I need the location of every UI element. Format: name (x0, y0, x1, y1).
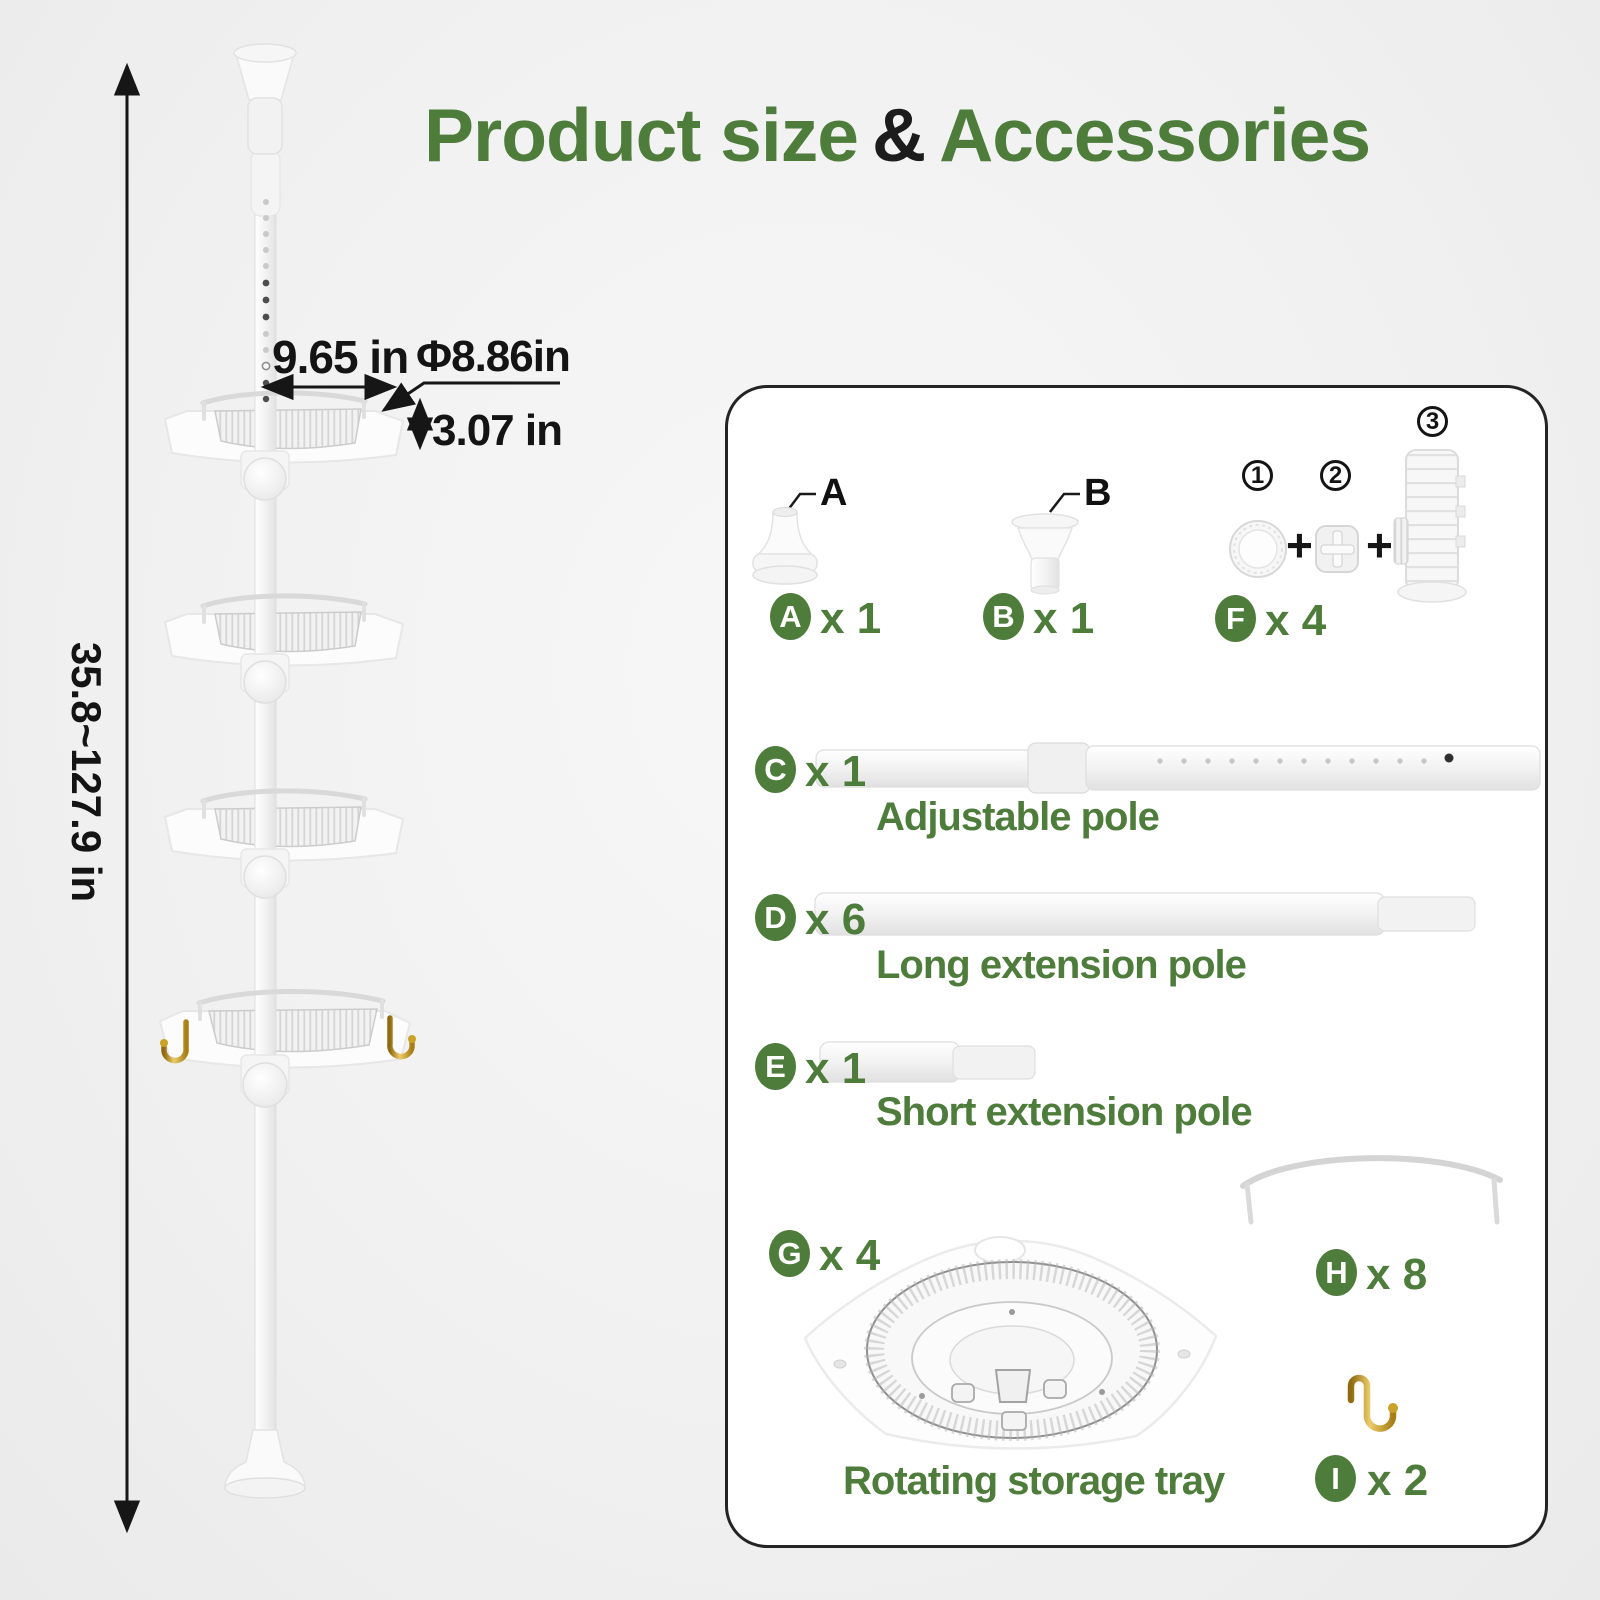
part-number-3: 3 (1417, 406, 1448, 437)
count-c: x 1 (805, 747, 867, 796)
badge-a: A (770, 593, 811, 640)
badge-b: B (983, 593, 1024, 640)
badge-g: G (769, 1230, 810, 1277)
count-a: x 1 (820, 594, 882, 643)
count-h: x 8 (1366, 1250, 1428, 1299)
count-d: x 6 (805, 895, 867, 944)
callout-b: B (1084, 472, 1112, 514)
part-number-2: 2 (1320, 460, 1351, 491)
badge-h: H (1316, 1249, 1357, 1296)
label-long-extension-pole: Long extension pole (876, 943, 1247, 987)
count-e: x 1 (805, 1044, 867, 1093)
page-title-ampersand: & (871, 93, 926, 177)
dimension-tray-height: 3.07 in (432, 406, 563, 455)
page-title-part1: Product size (424, 93, 859, 177)
plus-sign-2: + (1366, 519, 1393, 571)
page-title-part2: Accessories (939, 93, 1371, 177)
count-f: x 4 (1265, 596, 1327, 645)
page-title: Product size&Accessories (424, 92, 1554, 178)
badge-i: I (1315, 1455, 1356, 1502)
label-rotating-storage-tray: Rotating storage tray (843, 1459, 1225, 1503)
count-b: x 1 (1033, 594, 1095, 643)
badge-c: C (755, 746, 796, 793)
count-i: x 2 (1367, 1456, 1429, 1505)
dimension-top-width: 9.65 in (272, 331, 409, 383)
label-adjustable-pole: Adjustable pole (876, 795, 1160, 839)
count-g: x 4 (819, 1231, 881, 1280)
badge-f: F (1215, 595, 1256, 642)
badge-d: D (755, 894, 796, 941)
badge-e: E (755, 1043, 796, 1090)
dimension-tray-diameter: Φ8.86in (416, 332, 571, 381)
callout-a: A (820, 472, 848, 514)
dimension-pole-height: 35.8~127.9 in (63, 641, 110, 903)
part-number-1: 1 (1242, 460, 1273, 491)
plus-sign-1: + (1286, 519, 1313, 571)
label-short-extension-pole: Short extension pole (876, 1090, 1253, 1134)
